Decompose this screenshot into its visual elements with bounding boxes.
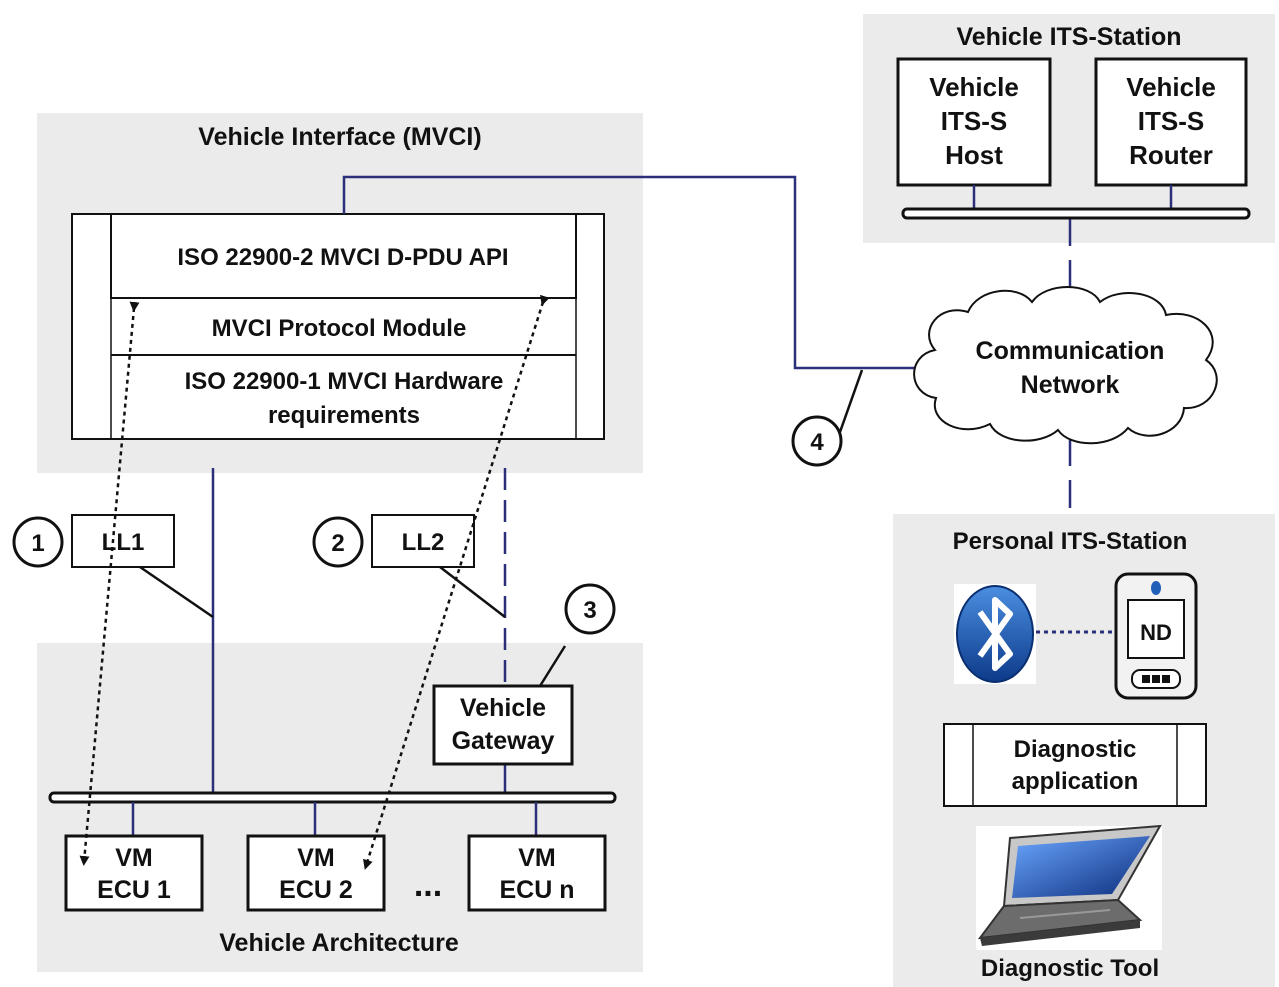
diagnostic-app-line2: application	[1012, 768, 1139, 795]
vehicle-bus	[48, 791, 617, 804]
laptop-icon	[976, 824, 1162, 950]
ecu2-line1: VM	[297, 844, 335, 872]
ecu-ellipsis: ...	[414, 866, 442, 904]
its-router-line1: Vehicle	[1126, 72, 1216, 102]
hw-requirements-line1: ISO 22900-1 MVCI Hardware	[185, 368, 504, 395]
callout-2	[312, 516, 364, 568]
gateway-line2: Gateway	[452, 727, 555, 755]
callout-3	[564, 583, 616, 635]
gateway-line1: Vehicle	[460, 694, 546, 722]
architecture-title: Vehicle Architecture	[219, 929, 459, 957]
ll2-label: LL2	[402, 529, 445, 556]
bluetooth-icon	[954, 584, 1036, 684]
callout-4-label: 4	[810, 429, 824, 456]
its-host-box	[896, 57, 1052, 187]
ll1-label: LL1	[102, 529, 145, 556]
its-router-box	[1094, 57, 1248, 187]
callout-1	[12, 516, 64, 568]
ecu1-line2: ECU 1	[97, 876, 171, 904]
callout-4	[791, 415, 843, 467]
cloud-shape	[913, 286, 1218, 445]
mvci-network-link	[342, 175, 920, 370]
ll2-arrow	[363, 294, 550, 870]
mvci-title: Vehicle Interface (MVCI)	[198, 123, 481, 151]
callout-2-label: 2	[331, 530, 344, 557]
ecu2-box	[246, 834, 386, 912]
callout-3-label: 3	[583, 597, 596, 624]
vehicle-its-title: Vehicle ITS-Station	[956, 23, 1181, 51]
ecu1-line1: VM	[115, 844, 153, 872]
ecu2-line2: ECU 2	[279, 876, 353, 904]
network-label-line1: Communication	[976, 337, 1165, 365]
its-station-bus	[901, 207, 1251, 220]
diagnostic-tool-label: Diagnostic Tool	[981, 955, 1159, 982]
ecun-line1: VM	[518, 844, 556, 872]
nd-label: ND	[1140, 620, 1172, 645]
diagnostic-app-box	[943, 723, 1207, 807]
dpdu-api-label: ISO 22900-2 MVCI D-PDU API	[177, 244, 508, 271]
hw-requirements-line2: requirements	[268, 402, 420, 429]
its-router-line3: Router	[1129, 140, 1213, 170]
network-label-line2: Network	[1021, 371, 1120, 399]
ecun-line2: ECU n	[500, 876, 575, 904]
its-host-line1: Vehicle	[929, 72, 1019, 102]
protocol-module-label: MVCI Protocol Module	[212, 315, 467, 342]
callout-1-label: 1	[31, 530, 44, 557]
its-router-line2: ITS-S	[1138, 106, 1204, 136]
its-host-line3: Host	[945, 140, 1003, 170]
diagnostic-app-line1: Diagnostic	[1014, 736, 1137, 763]
its-host-line2: ITS-S	[941, 106, 1007, 136]
personal-its-title: Personal ITS-Station	[953, 528, 1188, 555]
nomadic-device-icon	[1114, 572, 1198, 700]
dpdu-api-box	[110, 213, 577, 299]
